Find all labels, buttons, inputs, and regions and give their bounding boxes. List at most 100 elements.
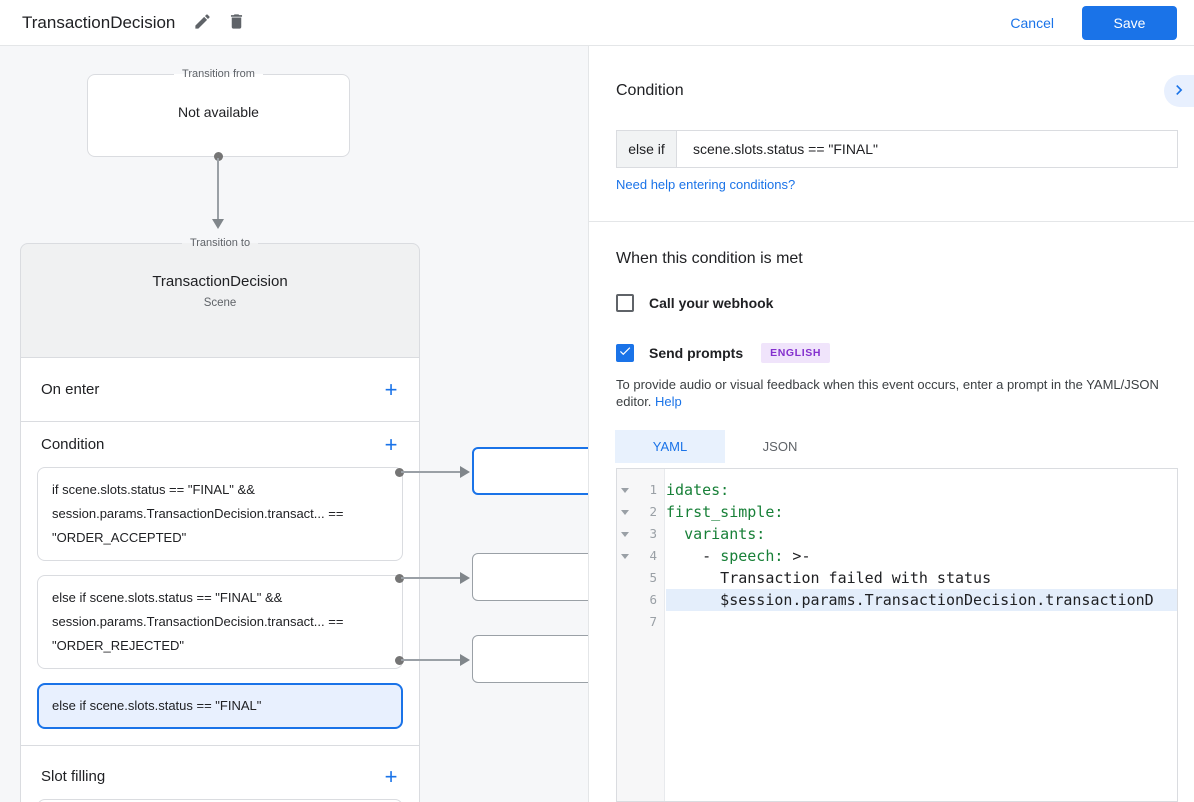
delete-scene-button[interactable] xyxy=(219,6,253,40)
arrowhead-icon xyxy=(460,572,470,584)
line-number: 3 xyxy=(649,526,657,541)
panel-title: Condition xyxy=(616,82,684,99)
conditions-help-link[interactable]: Need help entering conditions? xyxy=(616,177,796,192)
transition-from-legend: Transition from xyxy=(182,68,255,80)
arrowhead-icon xyxy=(460,466,470,478)
fold-toggle-icon[interactable] xyxy=(621,532,629,537)
code-token: idates: xyxy=(666,481,730,499)
condition-section: Condition + if scene.slots.status == "FI… xyxy=(21,422,419,746)
condition-expression-row: else if scene.slots.status == "FINAL" xyxy=(616,130,1178,168)
transition-arrow xyxy=(212,152,224,232)
chevron-right-icon xyxy=(1169,80,1189,103)
condition-item-0[interactable]: if scene.slots.status == "FINAL" && sess… xyxy=(37,467,403,561)
condition-connector-1 xyxy=(395,466,473,478)
connector-dot xyxy=(395,467,404,477)
code-line-3[interactable]: variants: xyxy=(666,523,1177,545)
condition-label: Condition xyxy=(41,436,105,453)
code-token: $session.params.TransactionDecision.tran… xyxy=(666,591,1154,609)
condition-prefix-label: else if xyxy=(617,131,677,167)
editor-format-tabs: YAML JSON xyxy=(615,430,835,463)
code-token: Transaction failed with status xyxy=(666,569,992,587)
transition-target-box-2[interactable] xyxy=(472,553,588,601)
pencil-icon xyxy=(193,12,212,34)
code-line-2[interactable]: first_simple: xyxy=(666,501,1177,523)
line-number: 2 xyxy=(649,504,657,519)
connector-line xyxy=(401,577,461,579)
cancel-button[interactable]: Cancel xyxy=(1010,14,1054,31)
editor-gutter-row: 6 xyxy=(617,589,664,611)
flow-diagram-panel: Transition from Not available Transition… xyxy=(0,46,588,802)
plus-icon: + xyxy=(384,763,398,789)
condition-expression-input[interactable]: scene.slots.status == "FINAL" xyxy=(693,141,879,157)
code-line-5[interactable]: Transaction failed with status xyxy=(666,567,1177,589)
call-webhook-checkbox[interactable] xyxy=(616,294,634,312)
code-token: - xyxy=(666,547,721,565)
connector-dot xyxy=(395,573,404,583)
condition-section-header: Condition + xyxy=(21,422,419,467)
call-webhook-row: Call your webhook xyxy=(616,294,773,312)
on-enter-label: On enter xyxy=(41,381,100,398)
add-slot-button[interactable]: + xyxy=(377,763,405,791)
scene-card-header: TransactionDecision Scene xyxy=(21,249,419,357)
transition-target-box-1[interactable] xyxy=(472,447,588,495)
tab-json[interactable]: JSON xyxy=(762,439,798,454)
editor-gutter-row: 5 xyxy=(617,567,664,589)
code-token: speech: xyxy=(720,547,784,565)
edit-scene-button[interactable] xyxy=(185,6,219,40)
code-token: >- xyxy=(783,547,811,565)
hint-help-link[interactable]: Help xyxy=(655,394,682,409)
plus-icon: + xyxy=(384,431,398,457)
plus-icon: + xyxy=(384,376,398,402)
collapse-panel-button[interactable] xyxy=(1164,75,1194,107)
code-token: variants: xyxy=(684,525,766,543)
condition-item-2[interactable]: else if scene.slots.status == "FINAL" xyxy=(37,683,403,729)
send-prompts-checkbox[interactable] xyxy=(616,344,634,362)
slot-filling-label: Slot filling xyxy=(41,768,106,785)
fold-toggle-icon[interactable] xyxy=(621,488,629,493)
add-condition-button[interactable]: + xyxy=(377,431,405,459)
code-line-6[interactable]: $session.params.TransactionDecision.tran… xyxy=(666,589,1177,611)
hint-body: To provide audio or visual feedback when… xyxy=(616,377,1159,409)
transition-to-card: Transition to TransactionDecision Scene … xyxy=(20,237,420,802)
connector-line xyxy=(401,471,461,473)
on-enter-section: On enter + xyxy=(21,358,419,422)
connector-dot xyxy=(213,152,223,161)
save-button[interactable]: Save xyxy=(1082,5,1177,40)
arrowhead-icon xyxy=(212,219,224,229)
code-line-1[interactable]: idates: xyxy=(666,479,1177,501)
fold-toggle-icon[interactable] xyxy=(621,510,629,515)
language-badge: ENGLISH xyxy=(761,343,830,363)
code-token xyxy=(666,525,684,543)
code-token: first_simple: xyxy=(666,503,784,521)
line-number: 7 xyxy=(649,614,657,629)
call-webhook-label: Call your webhook xyxy=(649,295,774,311)
line-number: 1 xyxy=(649,482,657,497)
tab-yaml[interactable]: YAML xyxy=(615,430,725,463)
line-number: 4 xyxy=(649,548,657,563)
code-line-4[interactable]: - speech: >- xyxy=(666,545,1177,567)
prompt-hint-text: To provide audio or visual feedback when… xyxy=(616,376,1168,410)
connector-dot xyxy=(395,655,404,665)
send-prompts-label: Send prompts xyxy=(649,345,744,361)
editor-code[interactable]: idates: first_simple: variants: - speech:… xyxy=(666,469,1177,801)
when-condition-met-title: When this condition is met xyxy=(616,250,803,267)
add-on-enter-button[interactable]: + xyxy=(377,376,405,404)
transition-from-box: Transition from Not available xyxy=(87,68,350,157)
code-line-7[interactable] xyxy=(666,611,1177,633)
transition-to-legend: Transition to xyxy=(189,237,251,249)
condition-item-1[interactable]: else if scene.slots.status == "FINAL" &&… xyxy=(37,575,403,669)
editor-gutter-row: 7 xyxy=(617,611,664,633)
editor-gutter-row: 3 xyxy=(617,523,664,545)
trash-icon xyxy=(227,12,246,34)
scene-subtitle: Scene xyxy=(203,297,237,309)
transition-target-box-3[interactable] xyxy=(472,635,588,683)
transition-from-content: Not available xyxy=(178,104,259,120)
editor-gutter-row: 1 xyxy=(617,479,664,501)
page-title: TransactionDecision xyxy=(22,12,176,32)
fold-toggle-icon[interactable] xyxy=(621,554,629,559)
arrowhead-icon xyxy=(460,654,470,666)
send-prompts-row: Send prompts ENGLISH xyxy=(616,343,830,363)
